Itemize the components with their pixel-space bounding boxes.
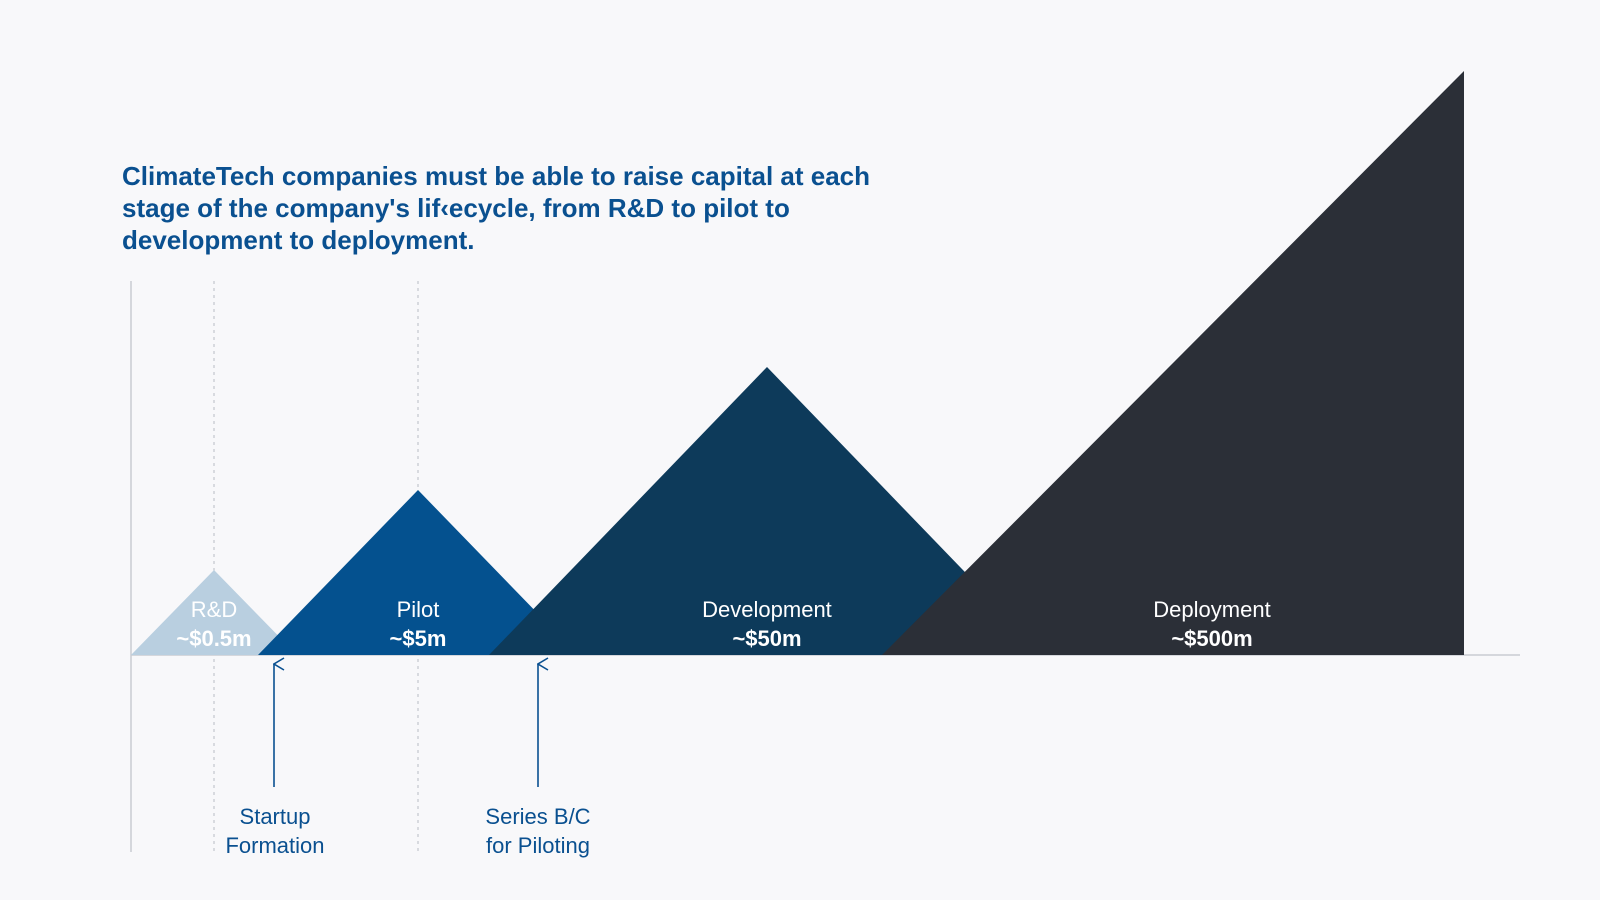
- development-value: ~$50m: [732, 626, 801, 651]
- deployment-triangle: [882, 71, 1464, 655]
- startup-formation-label-line1: Startup: [240, 804, 311, 829]
- pilot-value: ~$5m: [390, 626, 447, 651]
- series-bc-label-line1: Series B/C: [485, 804, 590, 829]
- startup-formation-label-line2: Formation: [225, 833, 324, 858]
- deployment-value: ~$500m: [1171, 626, 1252, 651]
- pilot-triangle: [258, 490, 578, 655]
- rnd-label: R&D: [191, 597, 237, 622]
- deployment-label: Deployment: [1153, 597, 1270, 622]
- pilot-label: Pilot: [397, 597, 440, 622]
- rnd-value: ~$0.5m: [176, 626, 251, 651]
- development-triangle: [489, 367, 1045, 655]
- headline: ClimateTech companies must be able to ra…: [122, 161, 871, 255]
- rnd-triangle: [131, 570, 297, 655]
- development-label: Development: [702, 597, 832, 622]
- series-bc-label-line2: for Piloting: [486, 833, 590, 858]
